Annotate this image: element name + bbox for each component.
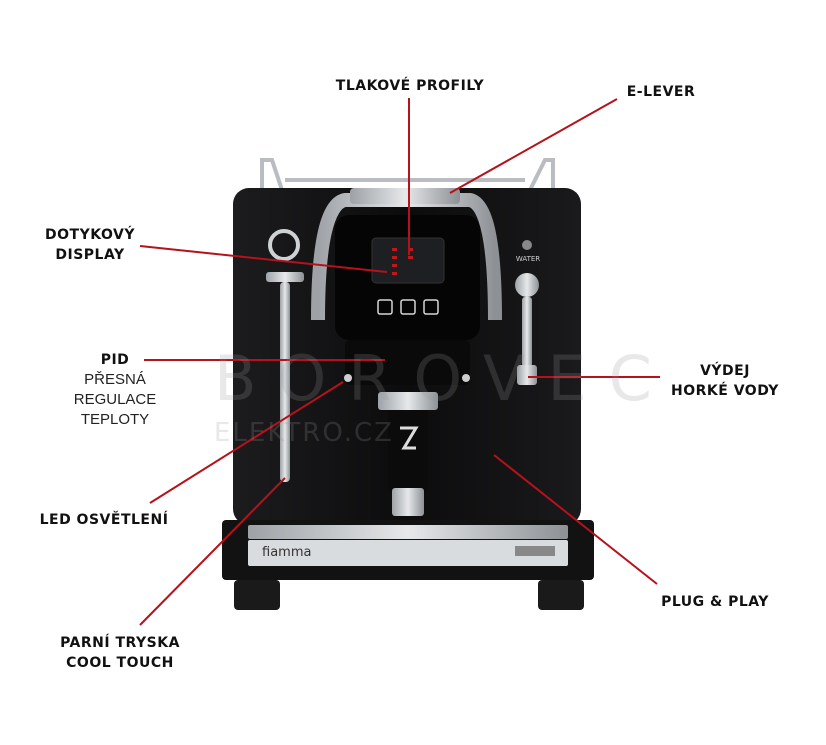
label-pid-block: PID PŘESNÁ REGULACE TEPLOTY <box>60 350 170 430</box>
label-e-lever: E-LEVER <box>626 84 696 100</box>
drip-tray <box>222 520 594 580</box>
brand-logo: fiamma <box>262 545 312 560</box>
hot-water-outlet <box>515 240 539 385</box>
label-led: LED OSVĚTLENÍ <box>39 512 169 528</box>
leader-lines <box>139 98 660 626</box>
label-dotykovy-line1: DOTYKOVÝ <box>45 227 135 243</box>
label-parni-tryska: PARNÍ TRYSKA COOL TOUCH <box>35 633 205 673</box>
water-label: WATER <box>515 255 541 263</box>
top-rail <box>260 158 555 192</box>
e-lever <box>311 188 502 321</box>
label-pid-line3: TEPLOTY <box>80 411 150 428</box>
label-dotykovy-line2: DISPLAY <box>55 247 125 263</box>
label-tlakove-profily: TLAKOVÉ PROFILY <box>335 78 485 94</box>
steam-wand <box>266 229 304 482</box>
label-pid-line1: PŘESNÁ <box>84 371 146 388</box>
label-parni-line2: COOL TOUCH <box>66 655 174 671</box>
label-vydej-line1: VÝDEJ <box>700 363 750 379</box>
label-plug-play: PLUG & PLAY <box>661 594 769 610</box>
label-pid: PID <box>100 352 130 368</box>
label-dotykovy-display: DOTYKOVÝ DISPLAY <box>30 225 150 265</box>
label-parni-line1: PARNÍ TRYSKA <box>60 635 180 651</box>
portafilter <box>378 392 438 516</box>
group-head <box>345 340 470 385</box>
label-vydej-line2: HORKÉ VODY <box>671 383 779 399</box>
label-vydej: VÝDEJ HORKÉ VODY <box>650 361 800 401</box>
label-pid-line2: REGULACE <box>73 391 157 408</box>
watermark-line1: BOROVEC <box>214 342 674 415</box>
machine-feet <box>234 580 584 610</box>
display-indicators <box>392 248 413 275</box>
watermark-line2: ELEKTRO.CZ <box>214 418 394 448</box>
display-buttons <box>377 299 439 315</box>
